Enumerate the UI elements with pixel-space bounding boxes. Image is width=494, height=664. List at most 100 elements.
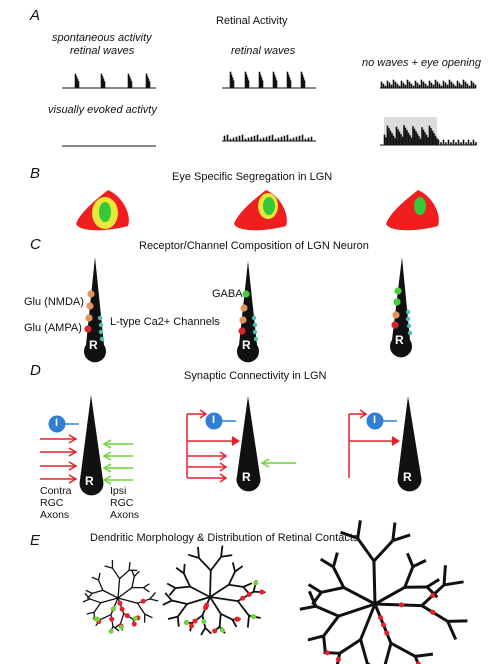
activity-spike	[232, 137, 235, 142]
activity-spike	[259, 138, 262, 142]
activity-spike	[389, 130, 392, 146]
dendrite-branch	[359, 639, 369, 664]
dendrite-branch	[443, 580, 464, 587]
dendrite-branch	[175, 585, 191, 589]
dendrite-branch	[91, 576, 99, 581]
dendrite-branch	[100, 597, 119, 604]
ipsi-label-line2: RGC	[110, 497, 134, 509]
lgn-stage-1	[76, 190, 129, 231]
activity-spike	[447, 139, 450, 146]
activity-spike	[388, 128, 390, 146]
retinal-contact	[378, 615, 384, 621]
dendrite-branch	[299, 604, 317, 611]
activity-spike	[301, 134, 304, 142]
retinal-waves-label-1: retinal waves	[70, 45, 135, 57]
retinal-contact	[246, 591, 252, 597]
dendrite-branch	[356, 537, 376, 562]
dendrite-branch	[412, 559, 427, 568]
activity-spike	[400, 80, 403, 89]
dendrite-branch	[99, 614, 112, 621]
activity-spike	[436, 138, 438, 146]
activity-spike	[430, 128, 432, 146]
retinal-contact	[119, 606, 125, 612]
panel-b-letter: B	[30, 165, 41, 182]
activity-spike	[409, 135, 411, 146]
dendrite-branch	[171, 599, 188, 605]
dendrite-branch	[111, 567, 121, 579]
activity-spike	[388, 82, 391, 89]
retinal-contact	[95, 616, 101, 622]
activity-spike	[268, 135, 271, 142]
activity-spike	[404, 84, 407, 89]
activity-spike	[226, 134, 229, 142]
activity-spike	[229, 138, 232, 142]
activity-spike	[432, 84, 435, 89]
dendrite-branch	[175, 567, 185, 575]
dendrite-branch	[149, 592, 156, 600]
dendrite-branch	[210, 556, 222, 572]
dendrite-branch	[390, 641, 416, 658]
retinal-contact	[117, 600, 123, 606]
activity-spike	[396, 83, 399, 89]
dendrite-branch	[102, 589, 119, 599]
dendrite-branch	[112, 625, 120, 632]
activity-spike	[470, 142, 472, 146]
activity-spike	[241, 134, 244, 142]
relay-neuron-c2	[237, 261, 260, 363]
dendrite-branch	[446, 620, 458, 641]
activity-spike	[455, 142, 457, 146]
activity-spike	[438, 83, 441, 89]
lgn-stage-2	[234, 190, 287, 231]
dendrite-branch	[97, 572, 101, 581]
activity-spike	[392, 135, 395, 146]
activity-spike	[410, 137, 413, 146]
activity-spike	[265, 136, 268, 142]
dendrite-branch	[209, 596, 238, 603]
activity-spike	[465, 142, 467, 146]
activity-spike	[401, 136, 404, 146]
dendrite-branch	[425, 585, 439, 599]
activity-spike	[103, 81, 106, 89]
activity-spike	[77, 81, 80, 89]
activity-spike	[436, 81, 439, 89]
activity-spike	[472, 139, 475, 146]
activity-spike	[398, 85, 401, 89]
activity-spike	[261, 80, 264, 89]
retinal-contact	[212, 628, 218, 634]
dendrite-branch	[187, 553, 200, 559]
activity-spike	[413, 128, 416, 146]
dendrite-branch	[209, 570, 212, 598]
contra-label: Contra RGC Axons	[40, 485, 72, 521]
activity-spike	[470, 80, 473, 89]
retinal-contact	[119, 624, 125, 630]
dendrite-branch	[338, 638, 362, 655]
dendrite-branch	[130, 569, 135, 577]
dendrite-branch	[89, 598, 102, 604]
retinal-contact	[335, 656, 341, 662]
dendrite-branch	[133, 570, 140, 577]
panel-c-title: Receptor/Channel Composition of LGN Neur…	[139, 240, 369, 252]
activity-spike	[283, 135, 286, 142]
activity-spike	[452, 139, 455, 146]
activity-spike	[419, 138, 422, 146]
activity-spike	[406, 130, 408, 146]
interneuron-label-d3: I	[373, 414, 377, 426]
retinal-contact	[192, 618, 198, 624]
dendrite-branch	[186, 596, 211, 605]
dendrite-branch	[104, 565, 113, 569]
dendrite-branch	[231, 562, 236, 572]
activity-spike	[247, 137, 250, 142]
activity-spike	[458, 82, 461, 89]
connectivity-stage-1	[40, 395, 133, 496]
activity-spike	[385, 137, 387, 146]
spontaneous-activity-label: spontaneous activity	[52, 32, 152, 44]
panel-a-letter: A	[30, 7, 41, 24]
dendrite-branch	[320, 586, 345, 594]
retinal-contact	[219, 627, 225, 633]
connectivity-stage-3	[348, 396, 422, 492]
activity-spike	[386, 80, 389, 89]
gaba-label: GABA	[212, 288, 243, 300]
glu-ampa-label: Glu (AMPA)	[24, 322, 82, 334]
dendrite-branch	[97, 579, 104, 591]
